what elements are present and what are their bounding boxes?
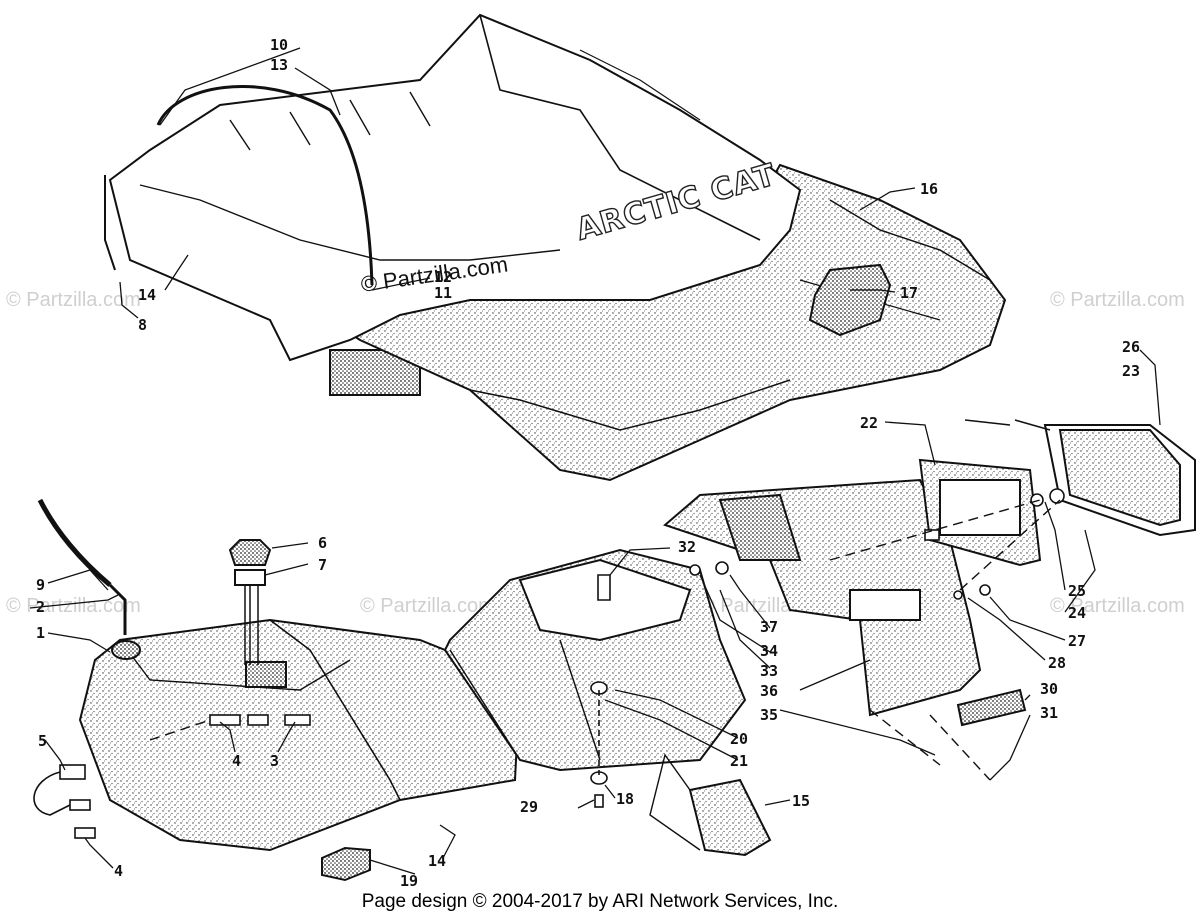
callout-12: 12 xyxy=(434,268,452,286)
callout-29: 29 xyxy=(520,798,538,816)
callout-4-lower: 4 xyxy=(114,862,123,880)
callout-14-hood: 14 xyxy=(138,286,156,304)
callout-11: 11 xyxy=(434,284,452,302)
console-hardware xyxy=(590,681,608,808)
seat-cushion xyxy=(104,13,802,362)
callout-36: 36 xyxy=(760,682,778,700)
callout-4-upper: 4 xyxy=(232,752,241,770)
callout-5: 5 xyxy=(38,732,47,750)
reflector xyxy=(956,688,1027,727)
callout-31: 31 xyxy=(1040,704,1058,722)
callout-3: 3 xyxy=(270,752,279,770)
fuel-fitting xyxy=(108,583,127,635)
callout-20: 20 xyxy=(730,730,748,748)
tank-hardware xyxy=(33,714,311,839)
grab-handle xyxy=(808,263,892,337)
leader-lines xyxy=(29,47,1161,875)
callout-15: 15 xyxy=(792,792,810,810)
callout-34: 34 xyxy=(760,642,778,660)
fuel-line xyxy=(37,498,112,587)
callout-8: 8 xyxy=(138,316,147,334)
callout-16: 16 xyxy=(920,180,938,198)
fuel-sender xyxy=(228,539,272,665)
tail-lens xyxy=(1043,424,1196,537)
tank-block xyxy=(321,846,371,882)
callout-7: 7 xyxy=(318,556,327,574)
callout-1: 1 xyxy=(36,624,45,642)
callout-37: 37 xyxy=(760,618,778,636)
callout-14-tank: 14 xyxy=(428,852,446,870)
callout-25: 25 xyxy=(1068,582,1086,600)
callout-18: 18 xyxy=(616,790,634,808)
callout-9: 9 xyxy=(36,576,45,594)
watermarks: © Partzilla.com © Partzilla.com © Partzi… xyxy=(6,289,1185,617)
callout-30: 30 xyxy=(1040,680,1058,698)
callout-33: 33 xyxy=(760,662,778,680)
watermark-bottom-left: © Partzilla.com xyxy=(6,595,141,617)
callout-23: 23 xyxy=(1122,362,1140,380)
callout-19: 19 xyxy=(400,872,418,890)
callout-13: 13 xyxy=(270,56,288,74)
watermark-bottom-right: © Partzilla.com xyxy=(1050,595,1185,617)
footer-copyright: Page design © 2004-2017 by ARI Network S… xyxy=(361,891,839,912)
seat-strap xyxy=(156,84,374,286)
callout-17: 17 xyxy=(900,284,918,302)
callout-28: 28 xyxy=(1048,654,1066,672)
callout-21: 21 xyxy=(730,752,748,770)
light-hardware xyxy=(689,419,1065,600)
callout-24: 24 xyxy=(1068,604,1086,622)
hood-body xyxy=(296,163,1007,482)
callout-32: 32 xyxy=(678,538,696,556)
callout-22: 22 xyxy=(860,414,878,432)
callout-10: 10 xyxy=(270,36,288,54)
callout-26: 26 xyxy=(1122,338,1140,356)
callouts: 10 13 16 12 11 17 14 8 26 23 22 6 7 32 9… xyxy=(36,36,1140,890)
callout-6: 6 xyxy=(318,534,327,552)
tail-housing xyxy=(663,478,982,717)
callout-2: 2 xyxy=(36,598,45,616)
console-bulb xyxy=(597,574,611,601)
mount-plate xyxy=(649,753,772,857)
callout-27: 27 xyxy=(1068,632,1086,650)
assembly-lines xyxy=(149,499,1061,781)
fuel-tank xyxy=(78,618,522,852)
watermark-right: © Partzilla.com xyxy=(1050,289,1185,311)
watermark-bottom-mid: © Partzilla.com xyxy=(360,595,495,617)
light-bracket xyxy=(918,458,1042,567)
watermark-left: © Partzilla.com xyxy=(6,289,141,311)
callout-35: 35 xyxy=(760,706,778,724)
